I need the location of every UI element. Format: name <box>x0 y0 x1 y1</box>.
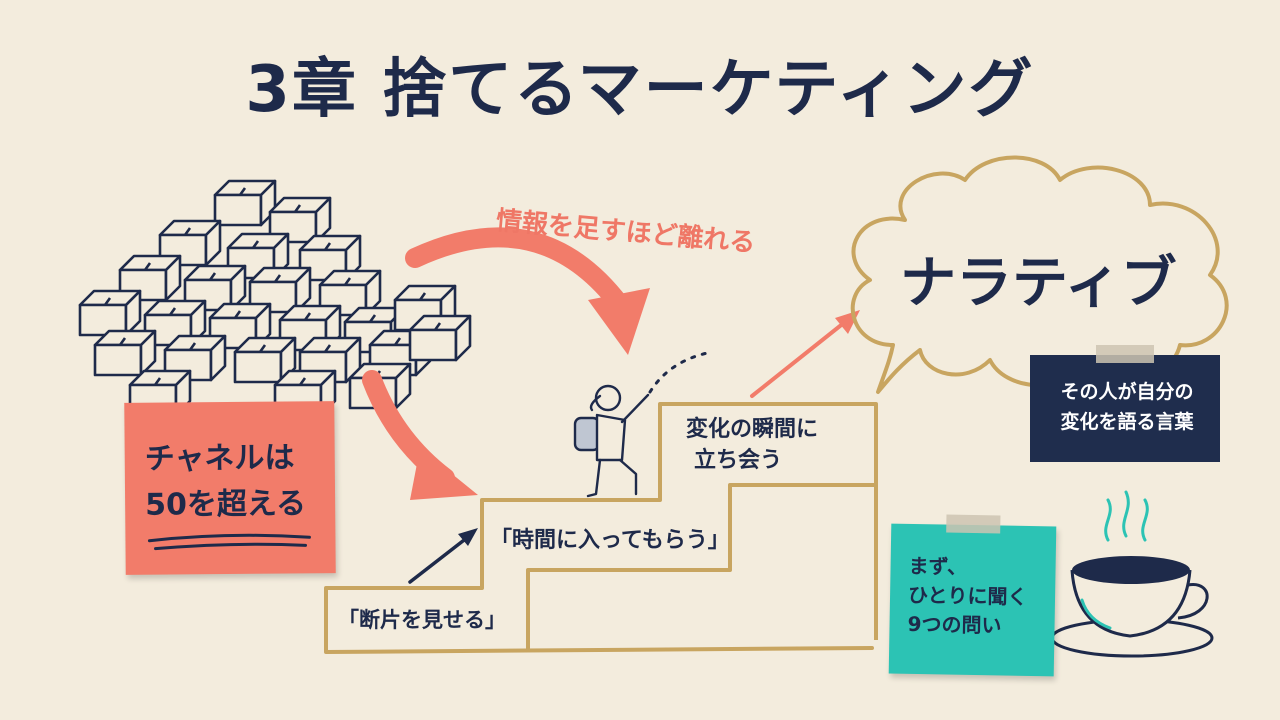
underline-scribble <box>147 533 311 551</box>
narrative-caption-tag: その人が自分の 変化を語る言葉 <box>1030 345 1220 462</box>
step-label-3-line1: 変化の瞬間に <box>686 417 819 442</box>
throw-trajectory <box>648 350 714 394</box>
page-title: 3章 捨てるマーケティング <box>245 53 1035 127</box>
tape-strip <box>946 514 1001 534</box>
channels-sticky-note: チャネルは 50を超える <box>124 401 336 575</box>
narrative-label: ナラティブ <box>900 251 1177 316</box>
coral-arrow-to-cloud <box>750 310 860 398</box>
narrative-caption-line2: 変化を語る言葉 <box>1060 411 1194 433</box>
coral-curved-arrow-top <box>405 227 650 355</box>
questions-sticky-note: まず、 ひとりに聞く 9つの問い <box>888 514 1057 677</box>
questions-note-text: まず、 ひとりに聞く 9つの問い <box>907 552 1028 641</box>
coral-curved-arrow-left <box>362 370 478 500</box>
box-icon <box>213 179 277 227</box>
stairs-outline <box>324 402 878 652</box>
box-icon <box>183 264 247 312</box>
navy-step-arrow <box>408 528 478 584</box>
narrative-caption-line1: その人が自分の <box>1060 381 1194 403</box>
questions-note-line3: 9つの問い <box>907 611 1002 638</box>
step-label-3: 変化の瞬間に 立ち会う <box>686 414 818 476</box>
box-icon <box>93 329 157 377</box>
tape-strip <box>1096 345 1154 363</box>
questions-note-line1: まず、 <box>908 553 968 579</box>
narrative-caption-text: その人が自分の 変化を語る言葉 <box>1042 377 1212 437</box>
coffee-cup-icon <box>1050 556 1214 658</box>
box-icon <box>268 196 332 244</box>
channels-note-line1: チャネルは <box>144 440 295 477</box>
box-icon <box>408 314 472 362</box>
stairs-inner-line-1 <box>526 483 876 652</box>
steam-icon <box>1104 490 1149 542</box>
stairs-base-line <box>324 646 874 654</box>
step-label-3-line2: 立ち会う <box>694 448 783 473</box>
step-label-2: 「時間に入ってもらう」 <box>490 528 730 553</box>
box-icon <box>78 289 142 337</box>
boxes-pile-icon <box>78 179 472 417</box>
channels-note-text: チャネルは 50を超える <box>145 435 307 528</box>
step-label-1: 「断片を見せる」 <box>338 608 506 632</box>
questions-note-line2: ひとりに聞く <box>907 582 1028 609</box>
channels-note-line2: 50を超える <box>144 486 307 523</box>
climber-person-icon <box>573 384 650 498</box>
